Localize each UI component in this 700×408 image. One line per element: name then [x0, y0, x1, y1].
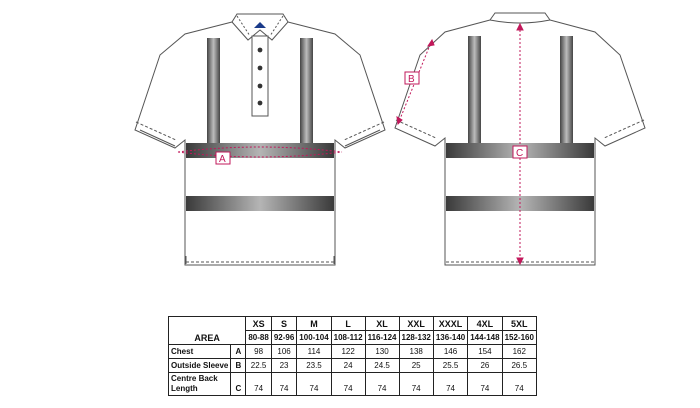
row-code: A: [230, 344, 247, 359]
size-cell: XS: [245, 316, 272, 331]
table-row-chest: Chest A 98 106 114 122 130 138 146 154 1…: [167, 344, 537, 359]
value-cell: 74: [467, 372, 503, 396]
value-cell: 74: [364, 372, 400, 396]
size-cell: XXXL: [432, 316, 469, 331]
value-cell: 26: [467, 358, 503, 373]
value-cell: 154: [467, 344, 503, 359]
value-cell: 22.5: [245, 358, 272, 373]
front-placket: [251, 35, 269, 117]
range-cell: 116-124: [364, 330, 400, 345]
value-cell: 26.5: [501, 358, 537, 373]
range-cell: 80-88: [245, 330, 272, 345]
value-cell: 74: [330, 372, 366, 396]
value-cell: 74: [245, 372, 272, 396]
range-cell: 92-96: [270, 330, 298, 345]
size-header-row: AREA XS S M L XL XXL XXXL 4XL 5XL: [167, 316, 537, 345]
value-cell: 74: [398, 372, 434, 396]
size-cell: XL: [364, 316, 400, 331]
size-cell: S: [270, 316, 298, 331]
value-cell: 138: [398, 344, 434, 359]
row-label: Chest: [167, 344, 232, 359]
value-cell: 23: [270, 358, 298, 373]
value-cell: 23.5: [296, 358, 332, 373]
value-cell: 114: [296, 344, 332, 359]
row-label: Outside Sleeve: [167, 358, 232, 373]
row-label: Centre Back Length: [167, 372, 232, 396]
range-cell: 100-104: [296, 330, 332, 345]
table-row-outside-sleeve: Outside Sleeve B 22.5 23 23.5 24 24.5 25…: [167, 358, 537, 373]
range-cell: 152-160: [501, 330, 537, 345]
value-cell: 25: [398, 358, 434, 373]
value-cell: 25.5: [432, 358, 469, 373]
value-cell: 106: [270, 344, 298, 359]
back-length-measure-line: [516, 22, 524, 266]
size-cell: 4XL: [467, 316, 503, 331]
range-row: 80-88 92-96 100-104 108-112 116-124 128-…: [169, 330, 537, 345]
value-cell: 74: [296, 372, 332, 396]
value-cell: 74: [501, 372, 537, 396]
back-length-label-box: [512, 145, 528, 159]
value-cell: 146: [432, 344, 469, 359]
row-code: B: [230, 358, 247, 373]
range-cell: 108-112: [330, 330, 366, 345]
range-cell: 136-140: [432, 330, 469, 345]
row-code: C: [230, 372, 247, 396]
range-cell: 144-148: [467, 330, 503, 345]
value-cell: 24: [330, 358, 366, 373]
size-cell: L: [330, 316, 366, 331]
value-cell: 24.5: [364, 358, 400, 373]
chest-measure-line: [177, 146, 343, 158]
area-header: AREA: [167, 316, 247, 345]
size-chart-table: AREA XS S M L XL XXL XXXL 4XL 5XL 80-88 …: [167, 316, 537, 396]
back-length-label: C: [516, 148, 523, 159]
front-logo-icon: [254, 22, 266, 28]
value-cell: 98: [245, 344, 272, 359]
back-collar: [489, 12, 551, 24]
garment-technical-drawing: A B C: [134, 12, 646, 266]
chest-label-box: [215, 151, 231, 165]
value-cell: 130: [364, 344, 400, 359]
range-cell: 128-132: [398, 330, 434, 345]
size-cell: XXL: [398, 316, 434, 331]
size-cell: M: [296, 316, 332, 331]
sleeve-label-box: [404, 71, 420, 85]
value-cell: 74: [270, 372, 298, 396]
chest-label: A: [219, 154, 226, 165]
front-buttons: [257, 47, 263, 106]
table-row-centre-back-length: Centre Back Length C 74 74 74 74 74 74 7…: [167, 372, 537, 396]
value-cell: 162: [501, 344, 537, 359]
sleeve-label: B: [408, 74, 415, 85]
value-cell: 122: [330, 344, 366, 359]
size-cell: 5XL: [501, 316, 537, 331]
value-cell: 74: [432, 372, 469, 396]
